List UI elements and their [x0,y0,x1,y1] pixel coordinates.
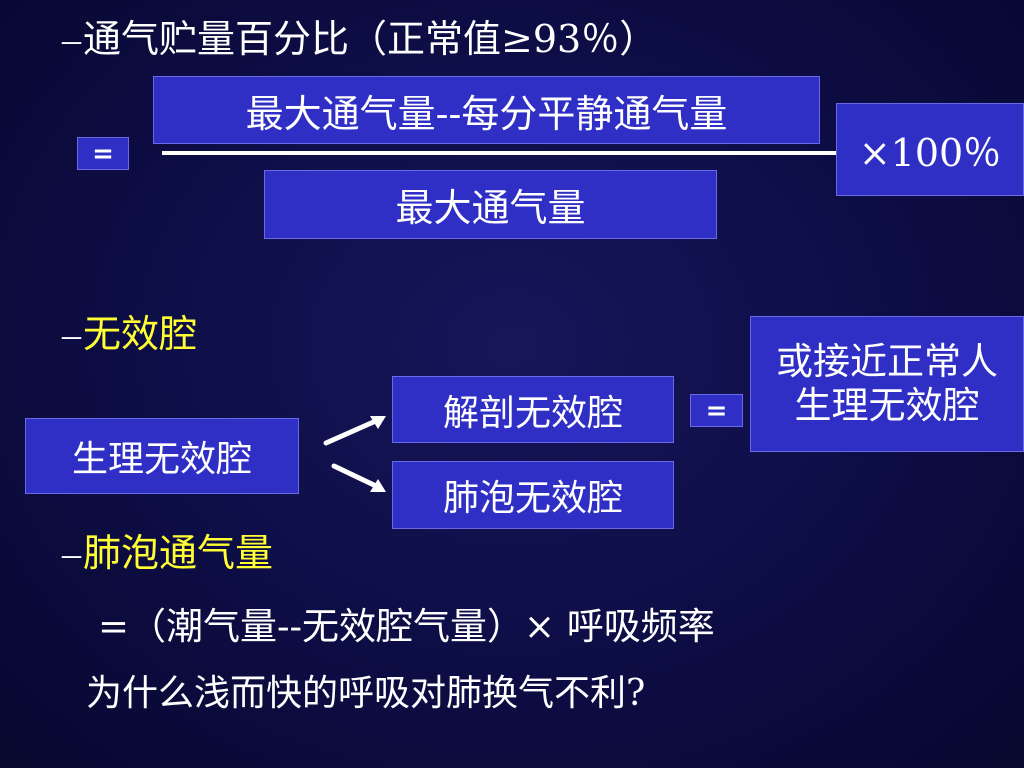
formula-multiplier: ×100％ [858,131,1002,175]
heading-dead-space: –无效腔 [62,315,197,354]
anatomical-dead-space-label: 解剖无效腔 [442,392,623,434]
heading-ventilation-reserve-text: 通气贮量百分比（正常值≥93％） [83,17,658,61]
formula-equals-box: = [77,137,129,170]
physiological-dead-space-box: 生理无效腔 [25,418,299,494]
anatomical-dead-space-box: 解剖无效腔 [392,376,674,443]
arrow-to-alveolar-icon [330,462,388,496]
dead-space-result-box: 或接近正常人 生理无效腔 [750,316,1024,452]
bullet-dash: – [62,533,81,575]
dead-space-equals-sign: = [705,395,728,426]
dead-space-result-line1: 或接近正常人 [776,339,998,383]
heading-alveolar-ventilation: –肺泡通气量 [62,534,273,573]
alveolar-dead-space-box: 肺泡无效腔 [392,461,674,529]
formula-denominator: 最大通气量 [395,186,586,230]
formula-equals-sign: = [92,138,114,169]
formula-denominator-box: 最大通气量 [264,170,717,239]
dead-space-result-line2: 生理无效腔 [794,384,980,427]
formula-numerator: 最大通气量--每分平静通气量 [245,91,728,136]
heading-alveolar-ventilation-text: 肺泡通气量 [83,531,274,575]
heading-ventilation-reserve: –通气贮量百分比（正常值≥93％） [62,20,657,59]
dead-space-equals-box: = [690,394,743,427]
bullet-dash: – [62,19,81,61]
question-text: 为什么浅而快的呼吸对肺换气不利? [86,673,646,714]
formula-numerator-box: 最大通气量--每分平静通气量 [153,76,820,144]
heading-dead-space-text: 无效腔 [83,312,198,356]
physiological-dead-space-label: 生理无效腔 [71,439,252,480]
alveolar-dead-space-label: 肺泡无效腔 [442,478,623,519]
bullet-dash: – [62,314,81,356]
arrow-to-anatomical-icon [320,412,388,448]
fraction-bar [162,151,838,155]
formula-multiplier-box: ×100％ [836,103,1024,196]
alveolar-ventilation-formula: =（潮气量--无效腔气量）× 呼吸频率 [98,605,715,648]
